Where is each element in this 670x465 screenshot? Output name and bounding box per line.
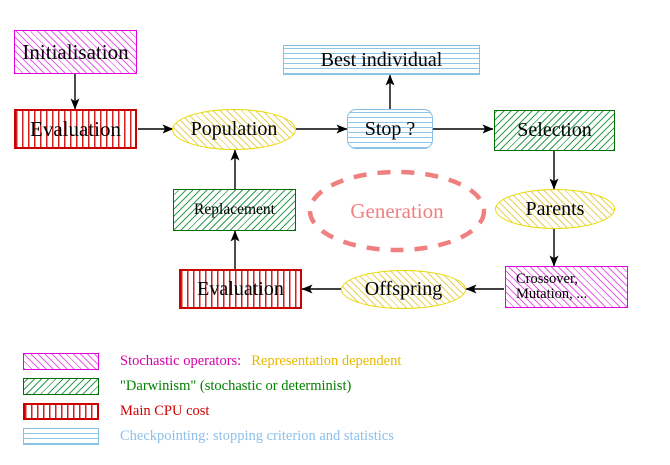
legend-swatch-magenta-hatch — [23, 352, 99, 370]
node-stop-label: Stop ? — [364, 117, 416, 140]
legend-row-darwinism: "Darwinism" (stochastic or determinist) — [23, 375, 351, 397]
node-evaluation-top[interactable]: Evaluation — [14, 109, 137, 149]
node-replacement-label: Replacement — [194, 200, 275, 218]
generation-ellipse — [307, 169, 487, 253]
legend-text-main-cpu-cost: Main CPU cost — [120, 402, 210, 419]
node-generation-label: Generation — [350, 198, 444, 223]
node-parents[interactable]: Parents — [495, 189, 615, 229]
legend-label-checkpointing: Checkpointing: stopping criterion and st… — [120, 428, 394, 445]
legend-swatch-red-hatch — [23, 402, 99, 420]
node-best-individual-label: Best individual — [320, 48, 443, 71]
node-selection[interactable]: Selection — [494, 110, 615, 151]
legend-label-stochastic: Stochastic operators: Representation depe… — [120, 353, 401, 370]
legend-text-checkpointing: Checkpointing: stopping criterion and st… — [120, 427, 394, 444]
node-evaluation-top-label: Evaluation — [30, 116, 121, 141]
legend-swatch-green-hatch — [23, 377, 99, 395]
legend-label-cpu-cost: Main CPU cost — [120, 403, 209, 420]
node-evaluation-bottom-label: Evaluation — [197, 277, 284, 300]
node-selection-label: Selection — [517, 119, 592, 141]
node-stop[interactable]: Stop ? — [347, 109, 433, 149]
node-initialisation[interactable]: Initialisation — [14, 30, 137, 74]
node-population[interactable]: Population — [172, 109, 296, 150]
node-population-label: Population — [190, 118, 278, 140]
node-replacement[interactable]: Replacement — [173, 189, 296, 231]
legend-text-darwinism: "Darwinism" (stochastic or determinist) — [120, 377, 352, 394]
edge-group — [70, 74, 559, 294]
node-generation: Generation — [310, 192, 484, 230]
node-operators-line2: Mutation, ... — [516, 286, 588, 302]
legend-text-representation-dependent: Representation dependent — [251, 352, 402, 369]
node-offspring[interactable]: Offspring — [341, 270, 466, 309]
legend: Stochastic operators: Representation depe… — [0, 340, 670, 465]
node-best-individual[interactable]: Best individual — [283, 45, 480, 75]
node-parents-label: Parents — [525, 197, 585, 220]
node-operators-line1: Crossover, — [516, 270, 578, 287]
legend-row-checkpointing: Checkpointing: stopping criterion and st… — [23, 425, 394, 447]
node-offspring-label: Offspring — [364, 278, 443, 300]
node-initialisation-label: Initialisation — [22, 39, 129, 64]
legend-text-stochastic-operators: Stochastic operators: — [120, 352, 242, 369]
node-operators[interactable]: Crossover, Mutation, ... — [505, 266, 628, 308]
legend-label-darwinism: "Darwinism" (stochastic or determinist) — [120, 378, 351, 395]
node-evaluation-bottom[interactable]: Evaluation — [179, 269, 302, 309]
legend-row-stochastic: Stochastic operators: Representation depe… — [23, 350, 401, 372]
legend-row-cpu-cost: Main CPU cost — [23, 400, 209, 422]
legend-swatch-blue-hatch — [23, 427, 99, 445]
